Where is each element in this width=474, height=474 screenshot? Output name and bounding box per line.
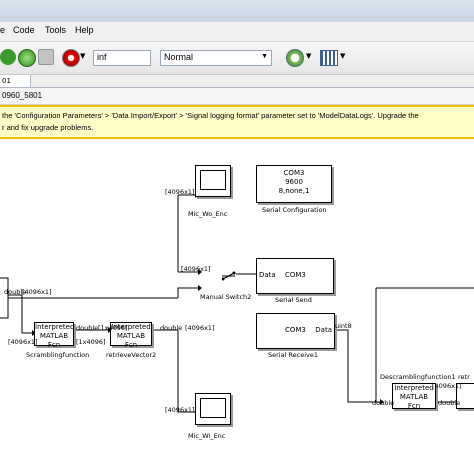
scrambling-line-1: Interpreted [35, 323, 75, 331]
serial-send-port: COM3 [285, 271, 306, 279]
retrieve-vector-block[interactable]: Interpreted MATLAB Fcn [110, 322, 152, 349]
scope-screen-icon [200, 398, 226, 418]
scope-top-label: Mic_Wo_Enc [188, 210, 228, 218]
menu-item-help-partial[interactable]: e [0, 25, 6, 35]
chevron-down-icon[interactable]: ▼ [306, 52, 312, 60]
signal-label: uint8 [335, 322, 352, 330]
tab-model[interactable]: 01 [0, 75, 31, 87]
descrambling-function-block[interactable]: Interpreted MATLAB Fcn [392, 383, 436, 410]
signal-label: double [4, 288, 27, 296]
descrambling-function-label: Descramblingfunction1 [380, 373, 456, 381]
retrieve-vector-label: retrieveVector2 [106, 351, 157, 359]
serial-configuration-block[interactable]: COM3 9600 8,none,1 [256, 165, 332, 203]
signal-label: [4096x1] [432, 382, 462, 390]
signal-label: double [76, 324, 99, 332]
signal-label: double [372, 399, 395, 407]
simulation-mode-value: Normal [164, 52, 194, 62]
serial-receive-port-label: Data [315, 326, 332, 334]
scope-screen-icon [200, 170, 226, 190]
serial-config-baud: 9600 [285, 178, 303, 186]
signal-label: double [438, 399, 461, 407]
toolbar: ▼ inf Normal ▼ ▼ ▼ [0, 42, 474, 75]
serial-configuration-label: Serial Configuration [262, 206, 327, 214]
signal-label: [4096x1] [165, 188, 195, 196]
signal-label: [4096x1] [22, 288, 52, 296]
signal-label: double [160, 324, 183, 332]
manual-switch-block[interactable] [221, 269, 236, 283]
signal-label: [4096x1] [165, 406, 195, 414]
signal-lines [0, 192, 474, 415]
serial-send-label: Serial Send [275, 296, 312, 304]
descrambling-line-2: MATLAB Fcn [399, 393, 429, 410]
manual-switch-label: Manual Switch2 [200, 293, 252, 301]
scrambling-line-2: MATLAB Fcn [39, 332, 69, 349]
serial-config-port: COM3 [283, 169, 305, 177]
upgrade-warning-banner: the 'Configuration Parameters' > 'Data I… [0, 105, 474, 139]
signal-label: [4096x1] [8, 338, 38, 346]
signal-label: [1x4096] [98, 324, 128, 332]
step-icon[interactable] [0, 49, 16, 65]
descrambling-line-1: Interpreted [394, 384, 434, 392]
menu-item-help[interactable]: Help [75, 25, 94, 35]
signal-label: [1x4096] [76, 338, 106, 346]
serial-receive-label: Serial Receive1 [268, 351, 319, 359]
serial-send-port-label: Data [259, 271, 276, 279]
scrambling-function-block[interactable]: Interpreted MATLAB Fcn [34, 322, 75, 349]
retrieve-line-1: Interpreted [111, 323, 151, 331]
switch-icon [221, 271, 236, 281]
retrieve-line-2: MATLAB Fcn [116, 332, 146, 349]
serial-receive-port: COM3 [285, 326, 306, 334]
menu-item-code[interactable]: Code [13, 25, 35, 35]
model-canvas[interactable] [0, 140, 474, 474]
build-icon[interactable] [320, 50, 338, 66]
tab-row: 01 [0, 75, 474, 88]
record-icon[interactable] [62, 49, 80, 67]
scrambling-function-label: Scramblingfunction [26, 351, 90, 359]
scope-block-top[interactable] [195, 165, 231, 197]
chevron-down-icon: ▼ [261, 53, 268, 60]
menu-bar: e Code Tools Help [0, 22, 474, 42]
stop-icon[interactable] [38, 49, 54, 65]
check-icon[interactable] [286, 49, 304, 67]
warning-line-2: r and fix upgrade problems. [2, 123, 94, 132]
chevron-down-icon[interactable]: ▼ [80, 52, 86, 60]
serial-config-format: 8,none,1 [278, 187, 310, 195]
chevron-down-icon[interactable]: ▼ [340, 52, 346, 60]
signal-label: [4096x1] [185, 324, 215, 332]
partial-right-block[interactable] [456, 383, 474, 409]
serial-receive-block[interactable]: COM3 Data [256, 313, 335, 349]
serial-send-block[interactable]: Data COM3 [256, 258, 334, 294]
menu-item-tools[interactable]: Tools [45, 25, 67, 35]
run-icon[interactable] [18, 49, 36, 67]
scope-bottom-label: Mic_Wi_Enc [188, 432, 226, 440]
warning-line-1: the 'Configuration Parameters' > 'Data I… [2, 111, 419, 120]
breadcrumb[interactable]: 0960_5801 [0, 88, 474, 105]
stop-time-input[interactable]: inf [93, 50, 151, 66]
scope-block-bottom[interactable] [195, 393, 231, 425]
signal-label: [4096x1] [181, 265, 211, 273]
window-title-bar [0, 0, 474, 22]
partial-right-label: retr [458, 373, 470, 381]
simulation-mode-select[interactable]: Normal ▼ [160, 50, 272, 66]
